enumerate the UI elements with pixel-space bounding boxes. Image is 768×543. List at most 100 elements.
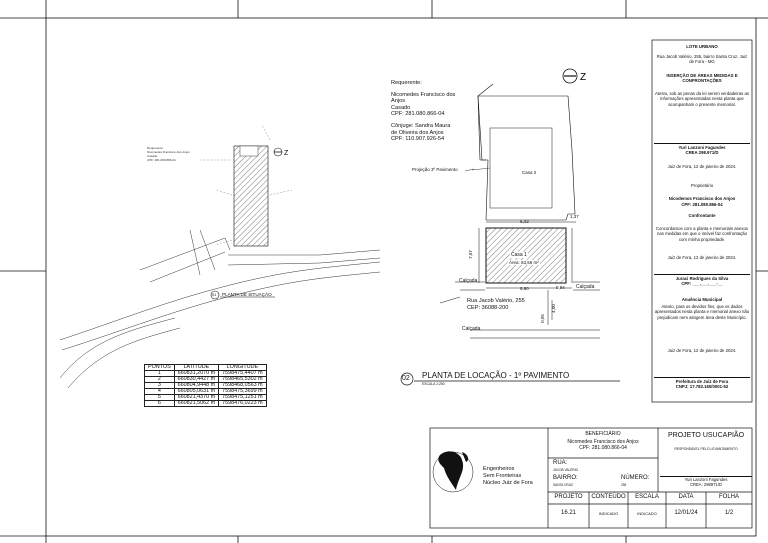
responsavel-name: Yuri Lanzoni Fagundes	[684, 477, 728, 482]
location-dimensions	[439, 221, 600, 339]
col-value-projeto: 16.21	[560, 510, 576, 516]
panel-owner-cpf: CPF: 281.080.866-04	[681, 202, 723, 207]
situation-title-circle	[210, 290, 220, 300]
col-value-folha: 1/2	[724, 510, 734, 516]
situation-plan	[59, 229, 381, 389]
situation-title-number: 01	[212, 292, 217, 297]
panel-header: LOTE URBANO	[686, 44, 718, 49]
dim-calc: 4,00	[550, 304, 556, 313]
address-line-2: CEP: 36088-200	[467, 304, 509, 311]
beneficiario-name: Nicomedes Francisco dos Anjos	[567, 439, 639, 445]
coords-cell: 7598476,0223 m	[218, 400, 267, 407]
requerente-name-1: Nicomedes Francisco dos	[391, 91, 456, 98]
location-title-number: 02	[402, 375, 410, 382]
location-plan	[464, 83, 576, 221]
panel-declaration: Atesto, sob as penas da lei serem verdad…	[654, 91, 750, 107]
situation-requerente-note: Requerente: Nicomedes Francisco dos Anjo…	[147, 146, 190, 162]
calcada-top: Calçada	[459, 278, 478, 284]
bairro-label: BAIRRO:	[553, 475, 578, 481]
situation-title: PLANTA DE SITUAÇÃO	[222, 292, 272, 297]
panel-neighbor-name: Juraci Rodrigues da Silva	[654, 274, 750, 281]
panel-municipal-text: Atesto, para os devidos fins, que os dad…	[654, 304, 750, 320]
dim-right: 1,37	[570, 214, 579, 219]
project-title: PROJETO USUCAPIÃO	[667, 432, 745, 439]
right-panel: LOTE URBANO Rua Jacob Valério, 255, bair…	[652, 40, 752, 402]
location-title-circle	[400, 372, 414, 386]
responsavel-label: RESPONSÁVEL PELO LEVANTAMENTO	[674, 447, 738, 451]
situation-lot	[233, 145, 269, 247]
address-block: Rua Jacob Valério, 255 CEP: 36088-200	[467, 298, 525, 311]
requerente-block: Requerente: Nicomedes Francisco dos Anjo…	[391, 80, 455, 143]
panel-owner-name: Nicodemos Francisco dos Anjos	[668, 196, 736, 201]
panel-engineer-crea: CREA 298.971/D	[685, 150, 719, 155]
bairro-value: SANTA CRUZ	[553, 483, 573, 487]
dim-top: 6,42	[520, 219, 529, 224]
address-line-1: Rua Jacob Valério, 255	[467, 298, 525, 304]
casa1-label: Casa 1	[510, 252, 528, 258]
dim-bottom: 6,60	[520, 286, 529, 291]
panel-date-3: Juiz de Fora, 12 de janeiro de 2024.	[667, 348, 737, 353]
numero-label: NÚMERO:	[621, 475, 650, 481]
situation-annex	[239, 145, 259, 157]
org-line-2: Sem Fronteiras	[483, 473, 522, 479]
responsavel-block: Yuri Lanzoni Fagundes CREA: 298971/D	[660, 476, 752, 487]
panel-date-2: Juiz de Fora, 12 de janeiro de 2024.	[667, 255, 737, 260]
numero-value: 255	[621, 483, 627, 487]
beneficiario-label: BENEFICIÁRIO	[585, 431, 621, 437]
panel-neighbor-role: Confrontante	[688, 213, 716, 218]
sheet-border	[45, 17, 757, 537]
requerente-name-2: Anjos	[391, 98, 405, 105]
globe-logo	[432, 451, 474, 493]
panel-insertion-title: INSERÇÃO DE ÁREAS MEDIDAS E CONFRONTAÇÕE…	[666, 73, 738, 84]
coords-cell: 660821,5062 m	[173, 400, 220, 407]
coords-cell: 6	[144, 400, 175, 407]
org-line-1: Engenheiros	[483, 466, 515, 472]
rua-value: JACOB VALÉRIO	[553, 468, 579, 472]
col-header-data: DATA	[678, 494, 694, 500]
dim-small: 0,95	[539, 314, 545, 323]
panel-cnpj: CNPJ: 17.783.160/0001-52	[675, 384, 729, 389]
col-header-folha: FOLHA	[718, 494, 739, 500]
col-header-conteudo: CONTEÚDO	[591, 494, 626, 500]
north-arrow-large: Z	[562, 68, 586, 84]
beneficiario-block: BENEFICIÁRIO Nicomedes Francisco dos Anj…	[550, 431, 656, 451]
casa2-label: Casa 2	[522, 170, 537, 175]
panel-municipal-title: Anuência Municipal	[681, 297, 723, 302]
projection-label: Projeção 3º Pavimento	[412, 167, 458, 172]
requerente-cpf: CPF: 281.080.866-04	[391, 111, 445, 118]
location-title: PLANTA DE LOCAÇÃO - 1º PAVIMENTO	[422, 371, 570, 380]
panel-address: Rua Jacob Valério, 255, bairro Santa Cru…	[656, 54, 748, 65]
col-value-escala: INDICADO	[637, 511, 657, 516]
col-value-data: 12/01/24	[674, 510, 698, 516]
dim-side: 0,94	[556, 285, 565, 290]
panel-neighbor-cpf: CPF: ___.___.___-__	[681, 281, 723, 286]
svg-text:Z: Z	[284, 150, 289, 157]
panel-prefeitura: Prefeitura de Juiz de Fora	[654, 377, 750, 384]
requerente-status: Casado	[391, 104, 411, 111]
calcada-right: Calçada	[576, 284, 595, 290]
svg-text:Z: Z	[580, 72, 586, 83]
org-name: Engenheiros Sem Fronteiras Núcleo Juiz d…	[483, 466, 533, 487]
responsavel-crea: CREA: 298971/D	[689, 482, 723, 487]
spouse-line-2: de Oliveira dos Anjos	[391, 129, 444, 136]
title-block-frame	[429, 427, 753, 529]
panel-engineer-name: Yuri Lanzoni Fagundes	[654, 143, 750, 150]
rua-label: RUA:	[553, 460, 568, 466]
dim-left: 7,07	[467, 250, 473, 259]
north-arrow-small: Z	[273, 147, 289, 157]
situation-leaders	[200, 124, 293, 246]
panel-neighbor-text: Concordamos com a planta e memoriais ane…	[655, 226, 749, 242]
panel-date-1: Juiz de Fora, 12 de janeiro de 2024.	[667, 164, 737, 169]
location-scale: ESCALA 1:250	[422, 382, 445, 386]
spouse-cpf: CPF: 110.907.926-54	[391, 136, 445, 143]
org-line-3: Núcleo Juiz de Fora	[483, 480, 533, 486]
calcada-bottom: Calçada	[462, 326, 481, 332]
right-panel-frame	[651, 39, 753, 403]
area-label: Área: 63,56 m²	[508, 260, 540, 265]
col-header-escala: ESCALA	[635, 494, 659, 500]
col-header-projeto: PROJETO	[554, 494, 583, 500]
